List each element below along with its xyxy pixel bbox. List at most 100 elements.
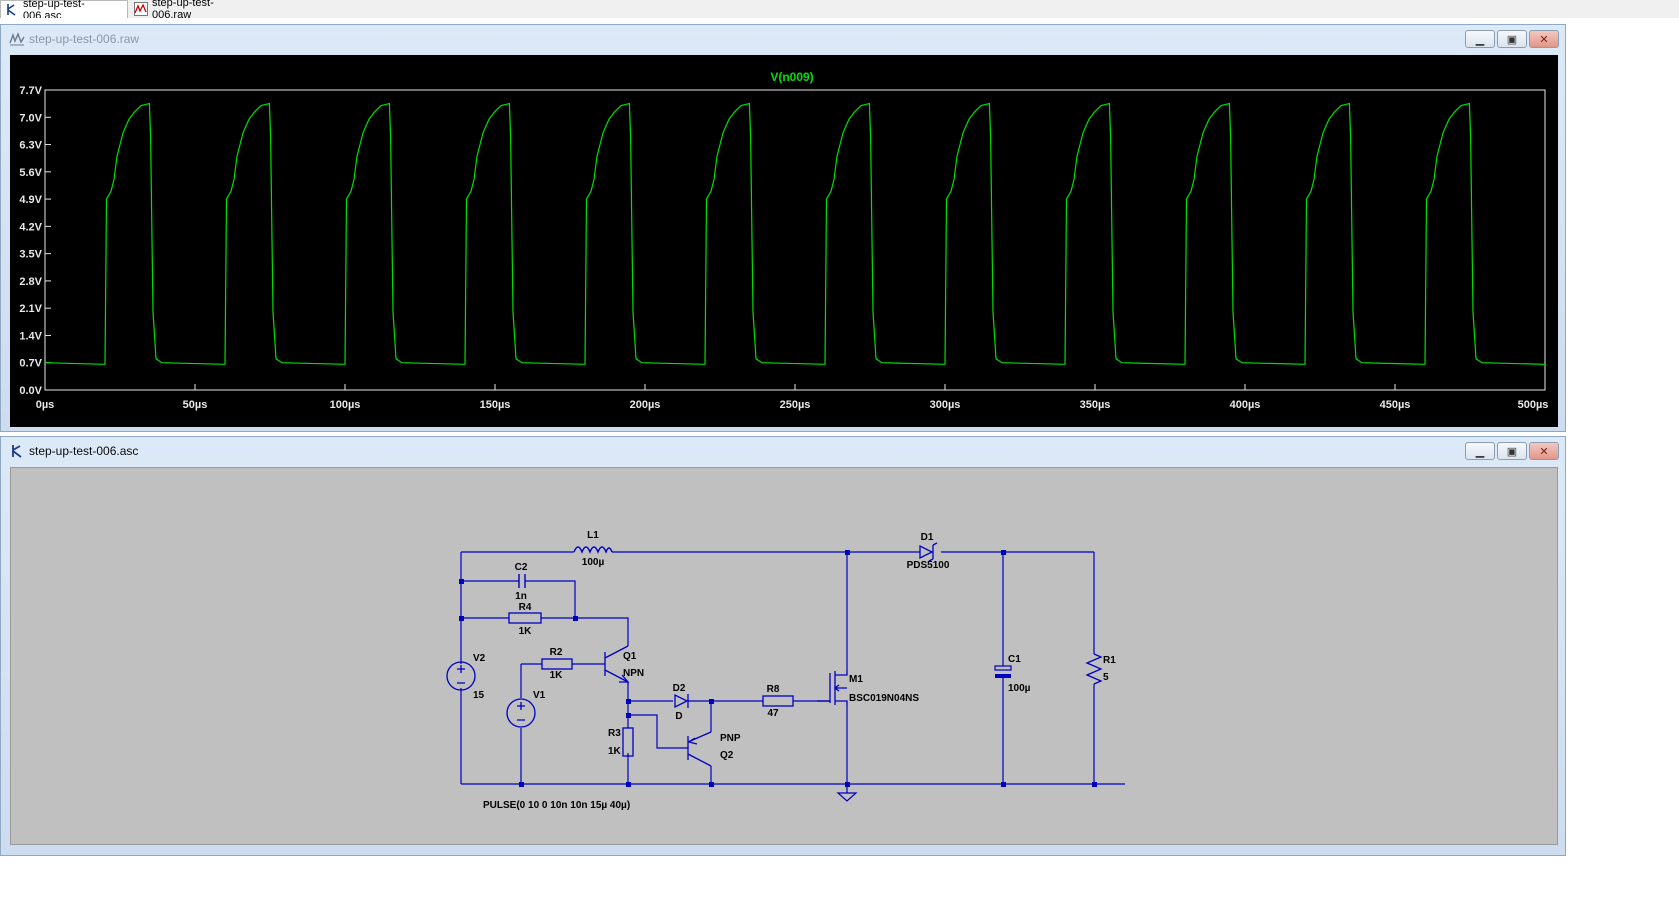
x-tick-label: 200µs	[630, 399, 661, 411]
L1-value: 100µ	[582, 557, 605, 568]
R3-value: 1K	[608, 746, 622, 757]
y-tick-label: 2.8V	[19, 276, 42, 288]
maximize-button[interactable]: ▣	[1497, 30, 1527, 48]
mdi-workspace: step-up-test-006.raw ▁ ▣ ✕ V(n009) 0.0V 0…	[0, 18, 1679, 915]
V1-label: V1	[533, 690, 546, 701]
Q2-label: Q2	[720, 750, 734, 761]
y-tick-label: 0.7V	[19, 358, 42, 370]
tab-waveform[interactable]: step-up-test-006.raw	[130, 0, 248, 21]
resistor-R3[interactable]	[622, 727, 634, 757]
maximize-icon: ▣	[1506, 445, 1518, 458]
C2-label: C2	[515, 562, 528, 573]
waveform-window-title: step-up-test-006.raw	[29, 32, 140, 46]
waveform-window-icon	[9, 31, 25, 47]
close-button[interactable]: ✕	[1529, 442, 1559, 460]
C1-value: 100µ	[1008, 683, 1031, 694]
inductor-L1[interactable]	[573, 546, 613, 554]
Q1-label: Q1	[623, 651, 637, 662]
y-tick-label: 0.0V	[19, 385, 42, 397]
trace-label-vn009[interactable]: V(n009)	[770, 70, 813, 84]
capacitor-C1[interactable]	[994, 665, 1012, 678]
waveform-icon	[134, 2, 148, 16]
R1-value: 5	[1103, 672, 1109, 683]
y-tick-label: 5.6V	[19, 167, 42, 179]
R3-label: R3	[608, 728, 621, 739]
mosfet-M1[interactable]	[817, 671, 848, 705]
V1-value: PULSE(0 10 0 10n 10n 15µ 40µ)	[483, 800, 630, 811]
V2-value: 15	[473, 690, 485, 701]
waveform-window-titlebar[interactable]: step-up-test-006.raw	[1, 25, 1565, 53]
C2-value: 1n	[515, 591, 527, 602]
D2-value: D	[675, 711, 682, 722]
ground-symbol[interactable]	[836, 784, 858, 802]
R8-value: 47	[767, 708, 779, 719]
R2-label: R2	[550, 647, 563, 658]
trace-vn009[interactable]	[44, 102, 1546, 365]
voltage-source-V2[interactable]	[446, 661, 476, 691]
y-axis-ticks: 0.0V0.7V1.4V2.1V2.8V3.5V4.2V4.9V5.6V6.3V…	[19, 85, 51, 397]
schematic-canvas[interactable]: L1 100µ D1 PDS5100 C2 1n R4 1K	[10, 467, 1558, 845]
schematic-icon	[5, 3, 19, 17]
y-tick-label: 2.1V	[19, 303, 42, 315]
x-tick-label: 300µs	[930, 399, 961, 411]
resistor-R4[interactable]	[508, 612, 542, 624]
schematic-window: step-up-test-006.asc ▁ ▣ ✕	[0, 436, 1566, 856]
M1-value: BSC019N04NS	[849, 693, 919, 704]
y-tick-label: 4.9V	[19, 194, 42, 206]
diode-D1[interactable]	[919, 542, 938, 562]
minimize-icon: ▁	[1475, 33, 1485, 46]
R2-value: 1K	[550, 670, 564, 681]
junction-dots	[459, 550, 1097, 787]
V2-label: V2	[473, 653, 486, 664]
maximize-button[interactable]: ▣	[1497, 442, 1527, 460]
Q1-value: NPN	[623, 668, 644, 679]
close-icon: ✕	[1539, 445, 1549, 458]
y-tick-label: 3.5V	[19, 249, 42, 261]
y-tick-label: 1.4V	[19, 330, 42, 342]
R8-label: R8	[767, 684, 780, 695]
x-tick-label: 250µs	[780, 399, 811, 411]
y-tick-label: 7.7V	[19, 85, 42, 97]
x-tick-label: 450µs	[1380, 399, 1411, 411]
Q2-value: PNP	[720, 733, 741, 744]
y-tick-label: 7.0V	[19, 112, 42, 124]
D2-label: D2	[673, 683, 686, 694]
D1-label: D1	[921, 532, 934, 543]
x-tick-label: 350µs	[1080, 399, 1111, 411]
minimize-button[interactable]: ▁	[1465, 30, 1495, 48]
x-tick-label: 400µs	[1230, 399, 1261, 411]
schematic-window-controls: ▁ ▣ ✕	[1465, 442, 1559, 460]
transistor-Q1[interactable]	[604, 645, 630, 683]
R4-value: 1K	[519, 626, 533, 637]
voltage-source-V1[interactable]	[506, 698, 536, 728]
M1-label: M1	[849, 674, 863, 685]
transistor-Q2[interactable]	[687, 731, 712, 767]
resistor-R1[interactable]	[1085, 653, 1103, 685]
waveform-window-controls: ▁ ▣ ✕	[1465, 30, 1559, 48]
D1-value: PDS5100	[907, 560, 950, 571]
x-tick-label: 150µs	[480, 399, 511, 411]
minimize-icon: ▁	[1475, 445, 1485, 458]
document-tab-strip: step-up-test-006.asc step-up-test-006.ra…	[0, 0, 1679, 22]
waveform-plot[interactable]: V(n009) 0.0V0.7V1.4V2.1V2.8V3.5V4.2V4.9V…	[10, 55, 1558, 427]
resistor-R2[interactable]	[541, 658, 573, 670]
x-tick-label: 100µs	[330, 399, 361, 411]
schematic-window-titlebar[interactable]: step-up-test-006.asc	[1, 437, 1565, 465]
schematic-window-icon	[9, 443, 25, 459]
x-tick-label: 0µs	[36, 399, 55, 411]
resistor-R8[interactable]	[762, 695, 794, 707]
R1-label: R1	[1103, 655, 1116, 666]
maximize-icon: ▣	[1506, 33, 1518, 46]
waveform-window: step-up-test-006.raw ▁ ▣ ✕ V(n009) 0.0V 0…	[0, 24, 1566, 432]
tab-schematic[interactable]: step-up-test-006.asc	[0, 0, 128, 22]
wires	[460, 551, 1125, 785]
close-button[interactable]: ✕	[1529, 30, 1559, 48]
capacitor-C2[interactable]	[518, 574, 526, 588]
minimize-button[interactable]: ▁	[1465, 442, 1495, 460]
x-tick-label: 500µs	[1518, 399, 1549, 411]
diode-D2[interactable]	[674, 693, 689, 709]
close-icon: ✕	[1539, 33, 1549, 46]
schematic-drawing[interactable]: L1 100µ D1 PDS5100 C2 1n R4 1K	[11, 468, 1557, 844]
